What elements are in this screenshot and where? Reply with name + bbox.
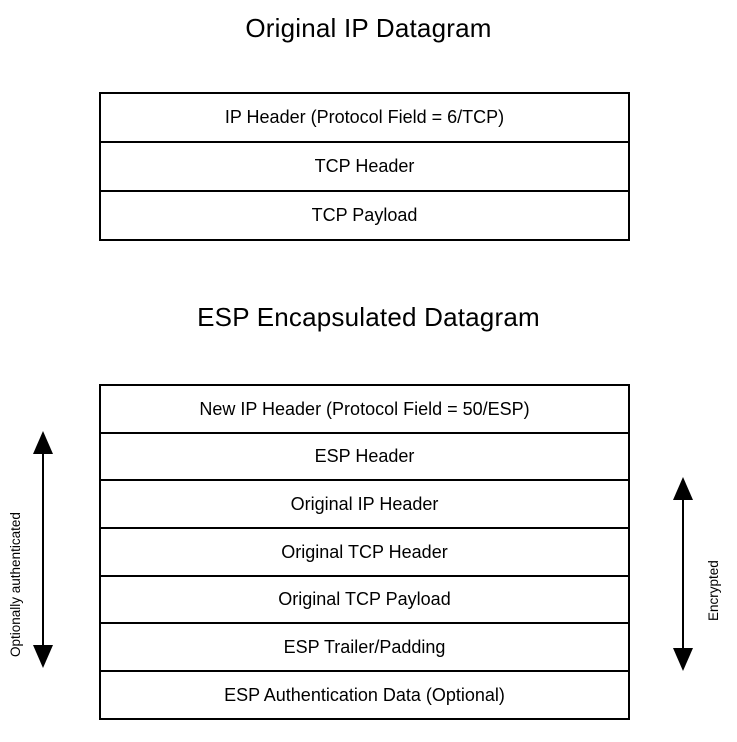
optionally-authenticated-range-arrow-icon xyxy=(33,431,53,668)
arrowhead-up-icon xyxy=(673,477,693,500)
packet-field-row: ESP Trailer/Padding xyxy=(101,624,628,673)
packet-field-row: ESP Header xyxy=(101,433,628,482)
esp-datagram-stack: New IP Header (Protocol Field = 50/ESP) … xyxy=(99,384,630,720)
packet-field-label: Original IP Header xyxy=(290,493,439,514)
original-datagram-stack: IP Header (Protocol Field = 6/TCP) TCP H… xyxy=(99,92,630,241)
packet-field-label: New IP Header (Protocol Field = 50/ESP) xyxy=(199,398,530,419)
optionally-authenticated-label: Optionally authenticated xyxy=(8,512,23,657)
packet-field-row: Original TCP Payload xyxy=(101,576,628,625)
arrowhead-down-icon xyxy=(673,648,693,671)
packet-field-label: IP Header (Protocol Field = 6/TCP) xyxy=(224,107,505,128)
arrow-shaft xyxy=(42,451,44,648)
arrow-shaft xyxy=(682,497,684,651)
packet-field-row: IP Header (Protocol Field = 6/TCP) xyxy=(101,94,628,143)
encrypted-label: Encrypted xyxy=(706,560,721,621)
esp-datagram-title: ESP Encapsulated Datagram xyxy=(197,302,540,332)
arrowhead-down-icon xyxy=(33,645,53,668)
packet-field-label: ESP Authentication Data (Optional) xyxy=(224,684,505,705)
packet-field-label: TCP Header xyxy=(314,156,415,177)
packet-field-label: ESP Trailer/Padding xyxy=(283,636,446,657)
packet-field-row: TCP Payload xyxy=(101,192,628,241)
encrypted-range-arrow-icon xyxy=(673,477,693,671)
packet-field-label: ESP Header xyxy=(314,446,415,467)
packet-field-row: Original TCP Header xyxy=(101,529,628,577)
arrowhead-up-icon xyxy=(33,431,53,454)
packet-field-row: ESP Authentication Data (Optional) xyxy=(101,672,628,720)
packet-field-row: Original IP Header xyxy=(101,481,628,530)
packet-field-label: Original TCP Header xyxy=(281,541,448,562)
original-datagram-title: Original IP Datagram xyxy=(245,13,492,43)
packet-field-row: New IP Header (Protocol Field = 50/ESP) xyxy=(101,386,628,434)
packet-field-label: TCP Payload xyxy=(311,205,418,226)
packet-field-label: Original TCP Payload xyxy=(278,589,451,610)
packet-field-row: TCP Header xyxy=(101,143,628,192)
